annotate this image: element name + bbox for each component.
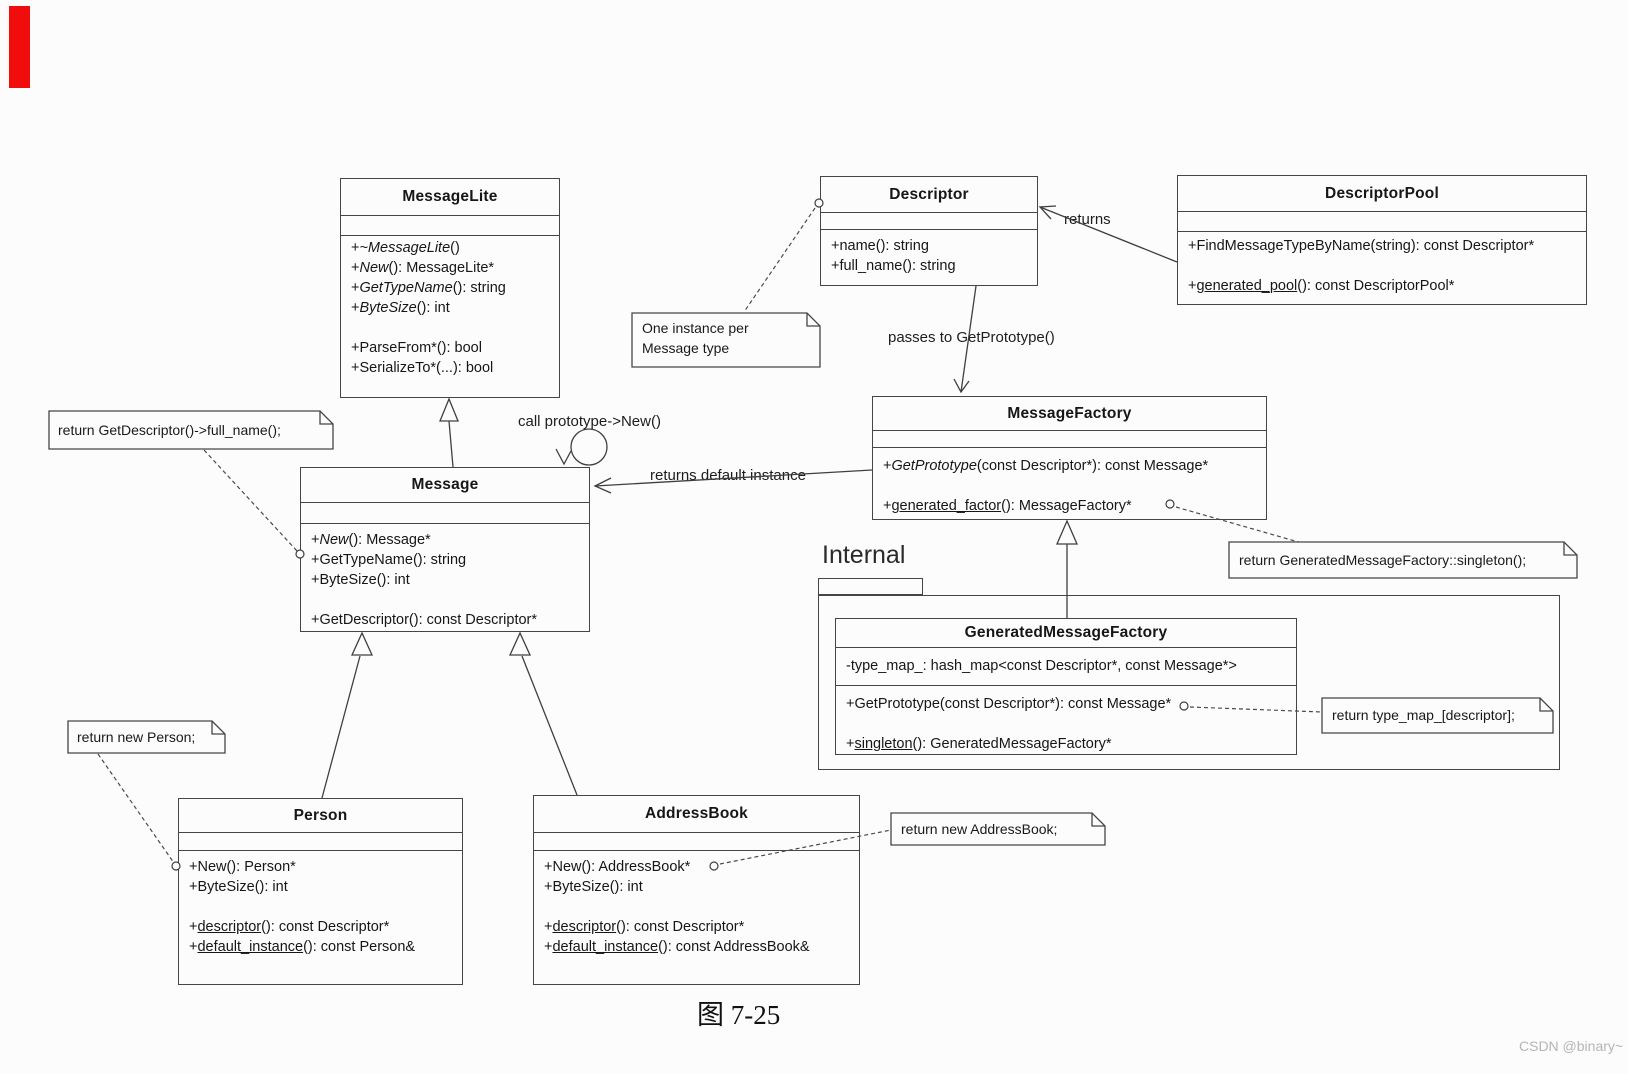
methods-compartment: +GetPrototype(const Descriptor*): const … [873,448,1266,516]
attrs-compartment [301,503,589,524]
class-addressbook: AddressBook +New(): AddressBook* +ByteSiz… [533,795,860,985]
member-row: +GetPrototype(const Descriptor*): const … [846,696,1172,712]
attrs-compartment [873,431,1266,448]
class-title: Person [179,799,462,833]
member-row: +ByteSize(): int [351,300,450,316]
package-body [818,595,1560,770]
methods-compartment: +~MessageLite() +New(): MessageLite* +GetT… [341,236,559,378]
methods-compartment: +New(): AddressBook* +ByteSize(): int +des… [534,851,859,957]
member-row: +GetTypeName(): string [311,552,467,568]
member-row: +GetPrototype(const Descriptor*): const … [883,458,1209,474]
note-return-typemap: return type_map_[descriptor]; [1332,707,1515,723]
attrs-compartment [179,833,462,851]
note-return-new-person: return new Person; [77,729,196,745]
member-row: +New(): AddressBook* [544,859,691,875]
member-row: +generated_factor(): MessageFactory* [883,498,1132,514]
member-row: +SerializeTo*(...): bool [351,360,494,376]
member-row: +New(): Message* [311,532,431,548]
class-title: Message [301,468,589,503]
attrs-compartment: -type_map_: hash_map<const Descriptor*, … [836,648,1296,686]
attrs-compartment [821,213,1037,230]
methods-compartment: +GetPrototype(const Descriptor*): const … [836,686,1296,754]
member-row: +ByteSize(): int [311,572,410,588]
member-row: +New(): MessageLite* [351,260,495,276]
methods-compartment: +FindMessageTypeByName(string): const De… [1178,232,1586,296]
figure-caption: 图 7-25 [697,1000,781,1030]
edge-label-returns-default-instance: returns default instance [650,467,806,484]
member-row: +default_instance(): const Person& [189,939,416,955]
red-scan-mark [9,6,30,88]
edge-label-passes-to-getprototype: passes to GetPrototype() [888,329,1055,346]
member-row: +full_name(): string [831,258,956,274]
attrs-compartment [1178,212,1586,232]
edge-label-call-prototype-new: call prototype->New() [518,413,661,430]
member-row: +ParseFrom*(): bool [351,340,482,356]
class-descriptorpool: DescriptorPool +FindMessageTypeByName(st… [1177,175,1587,305]
package-tab [818,578,923,595]
package-label: Internal [822,541,906,569]
class-message: Message +New(): Message* +GetTypeName(): … [300,467,590,632]
member-row: +GetDescriptor(): const Descriptor* [311,612,538,628]
member-row: +ByteSize(): int [189,879,288,895]
member-row: +GetTypeName(): string [351,280,506,296]
note-return-new-addressbook: return new AddressBook; [901,821,1058,837]
member-row: +FindMessageTypeByName(string): const De… [1188,238,1535,254]
member-spacer [846,714,1296,734]
member-spacer [883,476,1266,496]
class-generatedmessagefactory: GeneratedMessageFactory -type_map_: hash… [835,618,1297,755]
attrs-compartment [534,833,859,851]
class-title: MessageFactory [873,397,1266,431]
member-row: +descriptor(): const Descriptor* [189,919,390,935]
class-title: GeneratedMessageFactory [836,619,1296,648]
methods-compartment: +name(): string +full_name(): string [821,230,1037,276]
watermark: CSDN @binary~ [1519,1038,1624,1054]
member-row: -type_map_: hash_map<const Descriptor*, … [846,658,1237,674]
attrs-compartment [341,216,559,236]
class-title: MessageLite [341,179,559,216]
methods-compartment: +New(): Person* +ByteSize(): int +descript… [179,851,462,957]
methods-compartment: +New(): Message* +GetTypeName(): string +B… [301,524,589,630]
member-spacer [1188,256,1586,276]
member-row: +singleton(): GeneratedMessageFactory* [846,736,1112,752]
member-row: +descriptor(): const Descriptor* [544,919,745,935]
edge-label-returns: returns [1064,211,1111,228]
member-row: +~MessageLite() [351,240,460,256]
member-row: +New(): Person* [189,859,296,875]
member-spacer [351,318,559,338]
class-title: Descriptor [821,177,1037,213]
member-row: +name(): string [831,238,929,254]
class-title: AddressBook [534,796,859,833]
class-messagefactory: MessageFactory +GetPrototype(const Descr… [872,396,1267,520]
member-row: +generated_pool(): const DescriptorPool* [1188,278,1455,294]
note-return-singleton: return GeneratedMessageFactory::singleto… [1239,552,1527,568]
member-spacer [189,897,462,917]
class-messagelite: MessageLite +~MessageLite() +New(): Messa… [340,178,560,398]
member-row: +default_instance(): const AddressBook& [544,939,810,955]
class-descriptor: Descriptor +name(): string +full_name(): … [820,176,1038,286]
note-return-fullname: return GetDescriptor()->full_name(); [58,422,281,438]
member-spacer [544,897,859,917]
class-title: DescriptorPool [1178,176,1586,212]
member-spacer [311,590,589,610]
class-person: Person +New(): Person* +ByteSize(): int +d… [178,798,463,985]
member-row: +ByteSize(): int [544,879,643,895]
